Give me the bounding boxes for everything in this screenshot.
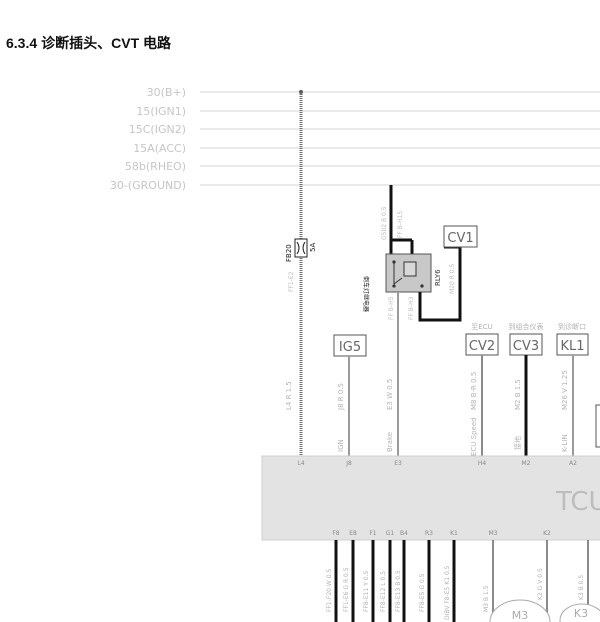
bus-label-15c: 15C(IGN2)	[129, 123, 186, 136]
relay-wire-right: M20 R 0.5	[449, 263, 456, 294]
bus-label-15: 15(IGN1)	[136, 105, 186, 118]
lower-wire-label-2: FF1-E6 G R 0.5	[343, 567, 350, 612]
relay-desc: 倒车灯继电器	[362, 276, 370, 312]
lower-wire-label-8: M3 B 1.5	[483, 585, 490, 612]
main-supply-wire	[299, 90, 303, 456]
tcu-pin-k2: K2	[543, 530, 551, 537]
fuse-fb20: FB20 5A FF1-E2	[285, 238, 317, 292]
fuse-name: FB20	[285, 244, 293, 262]
tcu-pin-m3: M3	[489, 530, 498, 537]
wire-label-m2: M2 B 1.5	[514, 379, 522, 410]
lower-wire-label-6: FF8-E5 G 0.5	[419, 573, 426, 612]
lower-wire-label-3: FF8-E11 Y 0.5	[363, 570, 370, 612]
connector-cv1-label: CV1	[447, 231, 473, 246]
connector-kl1: 到诊断口 KL1	[556, 322, 589, 356]
lower-wire-label-4: FF8-E12 L 0.5	[380, 571, 387, 612]
tcu-module: TCU L4 J8 E3 H4 M2 A2 F8 E8 F1 G1 B4 R3 …	[261, 455, 600, 541]
relay-rly6: 倒车灯继电器 RLY6 G502 B 0.5 FF B-H15 M20 R 0.…	[362, 185, 462, 456]
signal-ecu-speed: ECU Speed	[470, 417, 478, 456]
bus-label-58b: 58b(RHEO)	[125, 160, 186, 173]
bus-label-15a: 15A(ACC)	[133, 142, 186, 155]
connector-cv2-caption: 至ECU	[471, 323, 492, 331]
bottom-connector-m3: M3	[489, 599, 551, 622]
connector-ig5: IG5	[333, 334, 367, 357]
tcu-pin-k1: K1	[450, 530, 458, 537]
connector-cv2: 至ECU CV2	[465, 323, 499, 356]
wire-label-h4: M8 B-R 0.5	[470, 372, 478, 410]
lower-wire-label-10: K3 B 0.5	[578, 575, 585, 600]
signal-brake: Brake	[386, 432, 394, 452]
connector-ig5-label: IG5	[339, 340, 361, 355]
fuse-rating: 5A	[309, 243, 317, 252]
lower-wire-label-9: K2 G V 0.5	[537, 568, 544, 600]
tcu-output-wires: FF1-F20 W 0.5 FF1-E6 G R 0.5 FF8-E11 Y 0…	[326, 540, 589, 622]
connector-cv1: CV1	[443, 225, 478, 248]
section-number: 6.3.4	[6, 35, 38, 51]
power-bus: 30(B+) 15(IGN1) 15C(IGN2) 15A(ACC) 58b(R…	[110, 86, 600, 192]
lower-wire-label-5: FF8-E13 B 0.5	[395, 570, 402, 612]
tcu-pin-g1: G1	[386, 530, 395, 537]
tcu-pin-f1: F1	[369, 530, 376, 537]
connector-cv3-label: CV3	[513, 339, 539, 354]
tcu-body	[261, 455, 600, 541]
connector-kl1-label: KL1	[560, 339, 584, 354]
lower-wire-label-7: DIBV F8-E5 K1 0.5	[444, 565, 451, 620]
relay-wire-top: G502 B 0.5	[381, 206, 388, 240]
connector-cv2-label: CV2	[469, 339, 495, 354]
tcu-pin-a2: A2	[569, 460, 577, 467]
tcu-pin-h4: H4	[478, 460, 487, 467]
tcu-pin-f8: F8	[332, 530, 339, 537]
bottom-connector-k3: K3	[559, 603, 600, 622]
wire-label-e3: E3 W 0.5	[386, 379, 394, 410]
relay-name: RLY6	[434, 269, 442, 286]
relay-wire-top2: FF B-H15	[397, 211, 404, 238]
connector-cv3: 到组合仪表 CV3	[509, 322, 544, 356]
signal-k-lin: K-LIN	[561, 434, 569, 452]
signal-ign: IGN	[337, 439, 345, 452]
tcu-pin-b4: B4	[400, 530, 408, 537]
fuse-wire-label: FF1-E2	[288, 271, 295, 292]
tcu-pin-l4: L4	[297, 460, 304, 467]
relay-pin-left: FF B-H5	[388, 296, 395, 320]
relay-coil	[403, 261, 417, 277]
bottom-connector-k3-label: K3	[574, 607, 588, 620]
connector-kl1-caption: 到诊断口	[558, 322, 586, 331]
bus-label-30: 30(B+)	[147, 86, 186, 99]
tcu-pin-m2: M2	[522, 460, 531, 467]
bus-label-ground: 30-(GROUND)	[110, 179, 186, 192]
lower-wire-label-1: FF1-F20 W 0.5	[326, 569, 333, 612]
signal-ground: 接地	[513, 436, 522, 450]
bottom-connector-m3-label: M3	[512, 609, 529, 622]
offscreen-connector	[595, 404, 600, 448]
tcu-pin-r3: R3	[425, 530, 433, 537]
tcu-name: TCU	[555, 487, 600, 517]
wire-label-j8: J8 R 0.5	[337, 383, 345, 411]
wire-label-l4: L4 R 1.5	[285, 381, 293, 410]
section-title: 诊断插头、CVT 电路	[41, 35, 172, 51]
tcu-pin-e3: E3	[394, 460, 402, 467]
wire-label-a2: M26 V 1.25	[561, 370, 569, 410]
tcu-pin-j8: J8	[345, 460, 352, 467]
connector-cv3-caption: 到组合仪表	[509, 322, 544, 331]
tcu-pin-e8: E8	[349, 530, 357, 537]
tcu-input-wires: L4 R 1.5 J8 R 0.5 E3 W 0.5 M8 B-R 0.5 M2…	[285, 355, 574, 456]
relay-pin-right: FF B-H3	[408, 296, 415, 320]
